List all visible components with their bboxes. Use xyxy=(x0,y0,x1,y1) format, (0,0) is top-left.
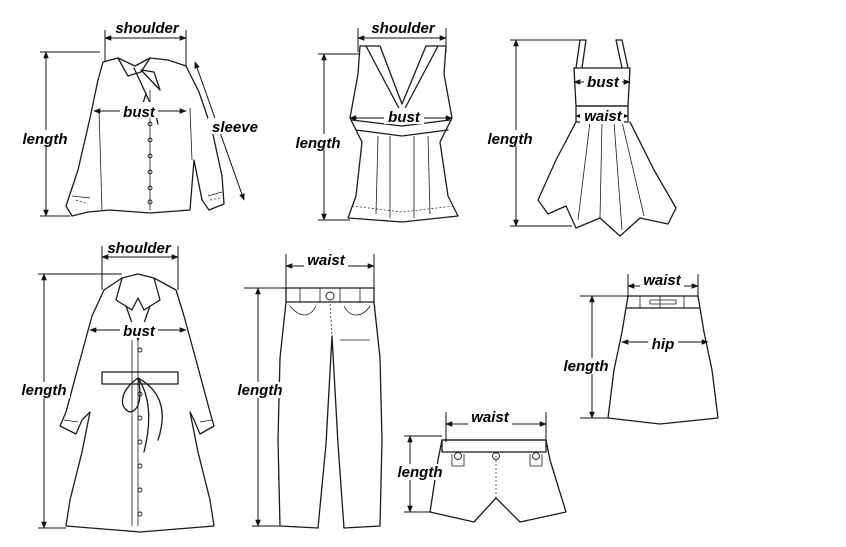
shorts-waist-label: waist xyxy=(471,409,510,426)
trousers-measure-lines xyxy=(244,254,375,527)
trench-coat-drawing xyxy=(59,273,215,533)
tank-top-shoulder-label: shoulder xyxy=(371,20,436,37)
trousers-waist-label: waist xyxy=(307,252,346,269)
skirt-length-label: length xyxy=(564,358,609,375)
trousers-drawing xyxy=(277,287,383,529)
dress-drawing xyxy=(537,39,677,237)
coat-length-label: length xyxy=(22,382,67,399)
blouse-length-label: length xyxy=(23,131,68,148)
dress-bust-label: bust xyxy=(587,74,620,91)
skirt-hip-label: hip xyxy=(652,336,675,353)
skirt-waist-label: waist xyxy=(643,272,682,289)
tank-top-bust-label: bust xyxy=(388,109,421,126)
coat-bust-label: bust xyxy=(123,323,156,340)
blouse-bust-label: bust xyxy=(123,104,156,121)
coat-shoulder-label: shoulder xyxy=(107,240,172,257)
dress-waist-label: waist xyxy=(584,108,623,125)
shorts-measure-lines xyxy=(404,412,547,513)
trousers-length-label: length xyxy=(238,382,283,399)
tank-top-length-label: length xyxy=(296,135,341,152)
skirt-drawing xyxy=(607,295,719,425)
shorts-drawing xyxy=(429,439,567,523)
blouse-drawing xyxy=(65,57,225,217)
dress-length-label: length xyxy=(488,131,533,148)
labels: shoulder bust sleeve length shoulder bus… xyxy=(18,20,684,481)
blouse-shoulder-label: shoulder xyxy=(115,20,180,37)
shorts-length-label: length xyxy=(398,464,443,481)
trench-coat-measure-lines xyxy=(38,246,187,529)
tank-top-drawing xyxy=(347,45,459,223)
blouse-sleeve-label: sleeve xyxy=(212,119,258,136)
